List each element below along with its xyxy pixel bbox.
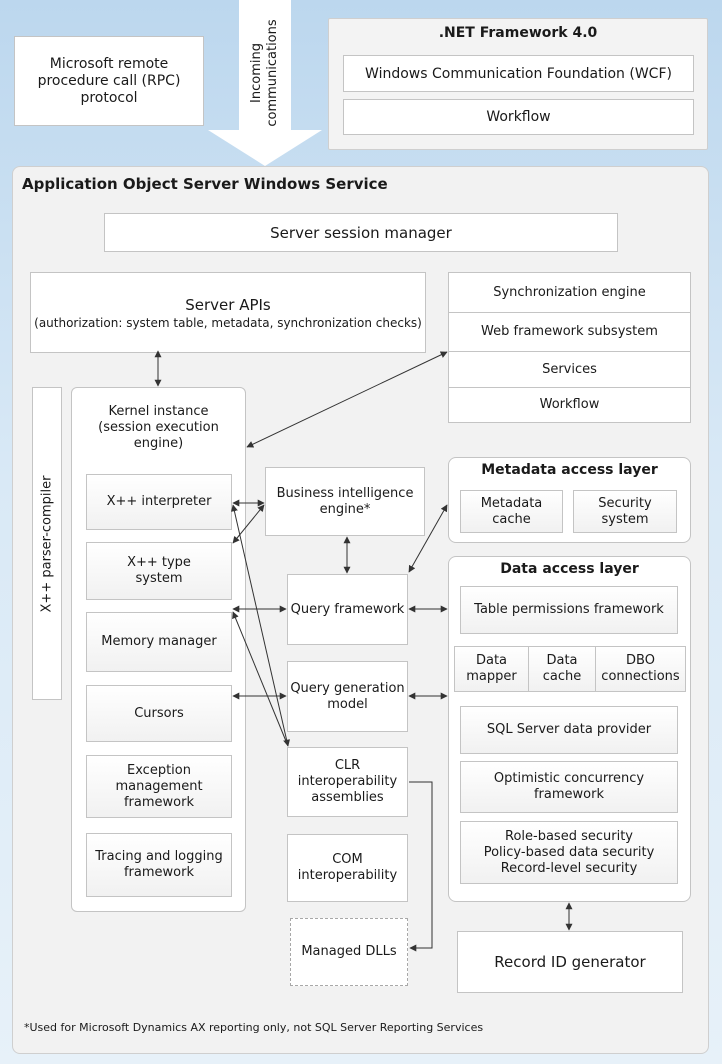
kernel-title-line3: engine) xyxy=(133,436,184,451)
web-framework-box: Web framework subsystem xyxy=(448,312,691,352)
dbo-connections-box: DBO connections xyxy=(595,646,686,692)
rpc-protocol-box: Microsoft remote procedure call (RPC) pr… xyxy=(14,36,204,126)
security-features-box: Role-based security Policy-based data se… xyxy=(460,821,678,884)
dbo-line2: connections xyxy=(601,669,680,684)
kernel-title-line1: Kernel instance xyxy=(108,404,209,419)
query-generation-box: Query generation model xyxy=(287,661,408,732)
sql-provider-box: SQL Server data provider xyxy=(460,706,678,754)
data-cache-box: Data cache xyxy=(528,646,596,692)
aos-title: Application Object Server Windows Servic… xyxy=(22,175,388,193)
tracing-logging-box: Tracing and logging framework xyxy=(86,833,232,897)
table-permissions-box: Table permissions framework xyxy=(460,586,678,634)
server-apis-box: Server APIs (authorization: system table… xyxy=(30,272,426,353)
type-system-line1: X++ type xyxy=(127,555,191,570)
rpc-line3: protocol xyxy=(80,89,138,106)
session-manager-box: Server session manager xyxy=(104,213,618,252)
managed-dlls-box: Managed DLLs xyxy=(290,918,408,986)
query-generation-line2: model xyxy=(327,696,368,712)
metadata-layer-title: Metadata access layer xyxy=(481,462,658,478)
com-interop-box: COM interoperability xyxy=(287,834,408,902)
aos-workflow-box: Workflow xyxy=(448,387,691,423)
tracing-line1: Tracing and logging xyxy=(95,849,223,864)
exception-line2: framework xyxy=(123,794,194,810)
incoming-arrow-icon xyxy=(208,0,322,166)
data-mapper-box: Data mapper xyxy=(454,646,529,692)
metadata-cache-line2: cache xyxy=(492,511,531,527)
security-line2: Policy-based data security xyxy=(483,844,655,860)
footnote: *Used for Microsoft Dynamics AX reportin… xyxy=(24,1021,484,1034)
xpp-type-system-box: X++ type system xyxy=(86,542,232,600)
query-framework-box: Query framework xyxy=(287,574,408,645)
memory-manager-box: Memory manager xyxy=(86,612,232,672)
type-system-line2: system xyxy=(135,571,183,586)
clr-interop-box: CLR interoperability assemblies xyxy=(287,747,408,817)
server-apis-title: Server APIs xyxy=(185,295,271,314)
services-box: Services xyxy=(448,351,691,388)
data-layer-title: Data access layer xyxy=(500,561,639,577)
rpc-line2: procedure call (RPC) xyxy=(37,72,181,89)
kernel-title-line2: (session execution xyxy=(98,420,219,435)
clr-line3: assemblies xyxy=(311,790,384,805)
metadata-cache-box: Metadata cache xyxy=(460,490,563,533)
rpc-line1: Microsoft remote xyxy=(49,55,169,72)
data-cache-line2: cache xyxy=(542,669,582,684)
bi-engine-box: Business intelligence engine* xyxy=(265,467,425,536)
parser-compiler-box: X++ parser-compiler xyxy=(32,387,62,700)
optimistic-concurrency-box: Optimistic concurrency framework xyxy=(460,761,678,813)
record-id-generator-box: Record ID generator xyxy=(457,931,683,993)
security-line3: Record-level security xyxy=(500,860,638,876)
data-cache-line1: Data xyxy=(546,653,578,668)
query-generation-line1: Query generation xyxy=(290,680,405,696)
wcf-box: Windows Communication Foundation (WCF) xyxy=(343,55,694,92)
com-line2: interoperability xyxy=(297,868,398,883)
tracing-line2: framework xyxy=(123,865,194,880)
metadata-cache-line1: Metadata xyxy=(480,495,543,511)
xpp-interpreter-box: X++ interpreter xyxy=(86,474,232,530)
cursors-box: Cursors xyxy=(86,685,232,742)
dbo-line1: DBO xyxy=(626,653,655,668)
exception-management-box: Exception management framework xyxy=(86,755,232,818)
sync-engine-box: Synchronization engine xyxy=(448,272,691,313)
data-mapper-line1: Data xyxy=(475,653,508,668)
exception-line1: Exception management xyxy=(115,762,203,794)
security-line1: Role-based security xyxy=(505,828,633,844)
bi-line2: engine* xyxy=(319,501,371,517)
clr-line1: CLR xyxy=(334,758,361,773)
kernel-title: Kernel instance (session execution engin… xyxy=(71,404,246,452)
bi-line1: Business intelligence xyxy=(276,485,414,501)
data-mapper-line2: mapper xyxy=(466,669,517,684)
com-line1: COM xyxy=(332,852,363,867)
dotnet-workflow-box: Workflow xyxy=(343,99,694,135)
server-apis-desc: (authorization: system table, metadata, … xyxy=(34,315,422,330)
dotnet-title: .NET Framework 4.0 xyxy=(438,25,598,41)
security-system-box: Security system xyxy=(573,490,677,533)
clr-line2: interoperability xyxy=(297,774,398,789)
